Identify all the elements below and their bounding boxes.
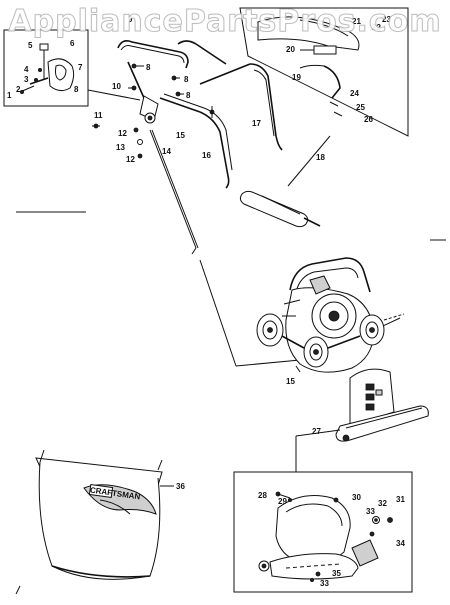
callout-6: 6 (70, 39, 75, 48)
callout-36: 36 (176, 482, 185, 491)
callout-13: 13 (116, 143, 125, 152)
callout-4: 4 (24, 65, 29, 74)
callout-30: 30 (352, 493, 361, 502)
callout-2: 2 (16, 85, 21, 94)
callout-14: 14 (162, 147, 171, 156)
callout-9: 9 (128, 15, 133, 24)
callout-32: 32 (378, 499, 387, 508)
corner-mark (15, 585, 21, 595)
callout-15-a: 15 (176, 131, 185, 140)
callout-10: 10 (112, 82, 121, 91)
callout-33-a: 33 (366, 507, 375, 516)
callout-8-c: 8 (186, 91, 191, 100)
discharge-tube: 18 (239, 135, 331, 228)
inset-impeller-housing-group: 28 29 30 31 32 33 34 35 33 (233, 436, 413, 593)
callout-12-a: 12 (118, 129, 127, 138)
inset-handle-knob-group: 5 6 4 7 3 2 1 8 (3, 29, 141, 107)
inset-chute-group: 21 23 22 20 19 24 25 26 (239, 7, 409, 137)
callout-17: 17 (252, 119, 261, 128)
callout-16: 16 (202, 151, 211, 160)
callout-24: 24 (350, 89, 359, 98)
callout-5: 5 (28, 41, 33, 50)
callout-3: 3 (24, 75, 29, 84)
callout-33-b: 33 (320, 579, 329, 588)
callout-34: 34 (396, 539, 405, 548)
callout-31: 31 (396, 495, 405, 504)
callout-7: 7 (78, 63, 83, 72)
callout-28: 28 (258, 491, 267, 500)
callout-23: 23 (382, 15, 391, 24)
blower-main-unit: 15 (199, 257, 405, 386)
collection-bag: CRAFTSMAN 36 (35, 449, 185, 580)
callout-25: 25 (356, 103, 365, 112)
callout-8-b: 8 (184, 75, 189, 84)
callout-20: 20 (286, 45, 295, 54)
callout-8-inset: 8 (74, 85, 79, 94)
callout-29: 29 (278, 497, 287, 506)
callout-8-a: 8 (146, 63, 151, 72)
callout-26: 26 (364, 115, 373, 124)
callout-18: 18 (316, 153, 325, 162)
callout-19: 19 (292, 73, 301, 82)
callout-21: 21 (352, 17, 361, 26)
callout-1: 1 (7, 91, 12, 100)
upper-handle-assembly: 9 8 10 8 8 11 12 15 13 14 12 16 17 (92, 15, 283, 255)
callout-15-b: 15 (286, 377, 295, 386)
nozzle-part-27: 27 (295, 368, 429, 442)
callout-22: 22 (372, 23, 381, 32)
callout-35: 35 (332, 569, 341, 578)
callout-12-b: 12 (126, 155, 135, 164)
callout-27: 27 (312, 427, 321, 436)
callout-11: 11 (94, 111, 103, 120)
